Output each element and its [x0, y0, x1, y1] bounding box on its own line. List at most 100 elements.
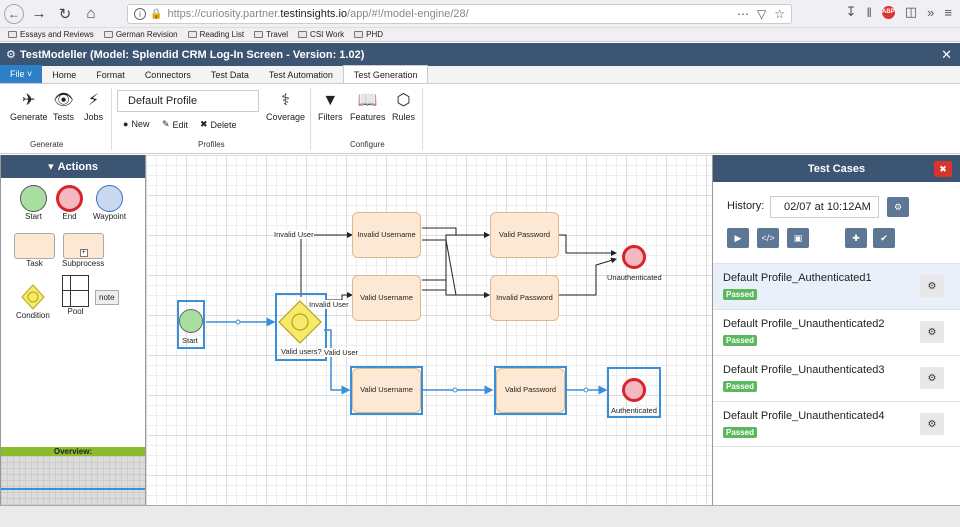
tests-button[interactable]: 👁 Tests: [53, 92, 75, 122]
more-icon[interactable]: ⋯: [737, 7, 749, 21]
delete-profile-button[interactable]: ✖Delete: [200, 119, 237, 130]
close-icon[interactable]: ✕: [941, 47, 952, 62]
start-node[interactable]: [179, 309, 203, 333]
start-shape-icon: [20, 185, 47, 212]
node-invalid-username[interactable]: Invalid Username: [352, 212, 421, 258]
filters-button[interactable]: ▼ Filters: [318, 92, 343, 122]
bookmark-item[interactable]: Travel: [254, 30, 288, 39]
end-node-authenticated[interactable]: [622, 378, 646, 402]
confirm-button[interactable]: ✔: [873, 228, 895, 248]
node-valid-username[interactable]: Valid Username: [352, 368, 421, 413]
test-case-row[interactable]: Default Profile_Unauthenticated2 Passed …: [713, 309, 960, 355]
history-settings-button[interactable]: ⚙: [887, 197, 909, 217]
palette-note[interactable]: note: [95, 290, 119, 305]
tab-test-automation[interactable]: Test Automation: [268, 69, 333, 80]
code-button[interactable]: </>: [757, 228, 779, 248]
test-case-row[interactable]: Default Profile_Unauthenticated4 Passed …: [713, 401, 960, 447]
test-case-row[interactable]: Default Profile_Authenticated1 Passed ⚙: [713, 263, 960, 309]
history-select[interactable]: 02/07 at 10:12AM: [770, 196, 879, 218]
close-panel-button[interactable]: ✖: [934, 161, 952, 177]
url-bar[interactable]: i 🔒 https://curiosity.partner. testinsig…: [127, 4, 792, 24]
node-valid-password[interactable]: Valid Password: [490, 212, 559, 258]
end-shape-icon: [56, 185, 83, 212]
status-badge: Passed: [723, 335, 758, 346]
test-case-settings-button[interactable]: ⚙: [920, 413, 944, 435]
overview-minimap[interactable]: [1, 456, 145, 506]
features-button[interactable]: 📖 Features: [350, 92, 386, 122]
tab-test-data[interactable]: Test Data: [210, 69, 249, 80]
adblock-icon[interactable]: ABP: [881, 5, 895, 19]
plus-icon: +: [79, 249, 88, 257]
home-icon[interactable]: ⌂: [86, 5, 96, 22]
task-shape-icon: [14, 233, 55, 259]
test-cases-panel: Test Cases ✖ History: 02/07 at 10:12AM ⚙…: [712, 155, 960, 505]
tab-connectors[interactable]: Connectors: [144, 69, 191, 80]
end-node-unauthenticated[interactable]: [622, 245, 646, 269]
pocket-icon[interactable]: ▽: [757, 7, 767, 21]
close-icon: ✖: [939, 163, 947, 174]
sidebar-icon[interactable]: ◫: [904, 4, 918, 19]
add-button[interactable]: ✚: [845, 228, 867, 248]
edit-icon: ✎: [162, 119, 170, 129]
export-button[interactable]: ▣: [787, 228, 809, 248]
palette-task[interactable]: Task: [14, 233, 55, 268]
ribbon: ✈ Generate 👁 Tests ⚡ Jobs Generate Defau…: [0, 84, 960, 154]
bookmark-item[interactable]: Essays and Reviews: [8, 30, 94, 39]
tab-home[interactable]: Home: [52, 69, 77, 80]
palette-start[interactable]: Start: [20, 185, 47, 221]
actions-panel: ▾ Actions Start End Waypoint Task + Subp…: [0, 155, 146, 506]
bookmark-item[interactable]: Reading List: [187, 30, 244, 39]
palette-condition[interactable]: Condition: [16, 283, 50, 320]
test-case-settings-button[interactable]: ⚙: [920, 321, 944, 343]
library-icon[interactable]: ‖: [866, 4, 872, 20]
polygon-icon: ⬡: [396, 92, 411, 109]
actions-header[interactable]: ▾ Actions: [1, 155, 145, 178]
palette-subprocess[interactable]: + Subprocess: [62, 233, 104, 268]
download-icon[interactable]: ↧: [845, 4, 857, 19]
new-profile-button[interactable]: ●New: [123, 119, 150, 129]
palette-end[interactable]: End: [56, 185, 83, 221]
forward-icon[interactable]: →: [31, 5, 47, 22]
model-canvas[interactable]: Start Valid users? Invalid User Invalid …: [146, 155, 712, 505]
overflow-icon[interactable]: »: [927, 4, 935, 20]
edge-label-invalid-user: Invalid User: [309, 300, 349, 309]
profile-select[interactable]: Default Profile: [117, 90, 259, 112]
jobs-button[interactable]: ⚡ Jobs: [84, 92, 104, 122]
tab-test-generation[interactable]: Test Generation: [342, 65, 429, 83]
rules-button[interactable]: ⬡ Rules: [392, 92, 416, 122]
folder-icon: [254, 31, 264, 38]
test-case-settings-button[interactable]: ⚙: [920, 367, 944, 389]
test-case-name: Default Profile_Unauthenticated4: [723, 410, 885, 422]
tab-format[interactable]: Format: [96, 69, 125, 80]
folder-icon: [298, 31, 308, 38]
palette-pool[interactable]: Pool: [62, 275, 89, 316]
node-invalid-password[interactable]: Invalid Password: [490, 275, 559, 321]
test-case-settings-button[interactable]: ⚙: [920, 275, 944, 297]
palette-waypoint[interactable]: Waypoint: [93, 185, 126, 221]
unauthenticated-label: Unauthenticated: [607, 273, 662, 282]
lock-icon: 🔒: [150, 8, 163, 20]
menu-icon[interactable]: ≡: [944, 4, 952, 20]
bookmark-item[interactable]: German Revision: [103, 30, 178, 39]
reload-icon[interactable]: ↻: [58, 5, 72, 23]
edit-profile-button[interactable]: ✎Edit: [162, 119, 189, 130]
diamond-icon: [21, 284, 45, 310]
bookmark-item[interactable]: CSI Work: [298, 30, 344, 39]
node-valid-password[interactable]: Valid Password: [496, 368, 565, 413]
node-valid-username[interactable]: Valid Username: [352, 275, 421, 321]
gear-icon: ⚙: [927, 418, 937, 430]
test-case-name: Default Profile_Authenticated1: [723, 272, 872, 284]
coverage-button[interactable]: ⚕ Coverage: [266, 92, 306, 122]
run-button[interactable]: ▶: [727, 228, 749, 248]
bookmark-star-icon[interactable]: ☆: [774, 7, 785, 21]
info-icon[interactable]: i: [134, 8, 146, 20]
pool-shape-icon: [62, 275, 89, 307]
gear-icon: ⚙: [927, 280, 937, 292]
tab-file[interactable]: File ˅: [0, 65, 43, 83]
test-case-row[interactable]: Default Profile_Unauthenticated3 Passed …: [713, 355, 960, 401]
back-icon[interactable]: ←: [4, 3, 24, 24]
generate-button[interactable]: ✈ Generate: [10, 92, 48, 122]
bookmark-item[interactable]: PHD: [354, 30, 383, 39]
user-icon: ●: [123, 119, 129, 129]
condition-node[interactable]: [277, 299, 323, 345]
